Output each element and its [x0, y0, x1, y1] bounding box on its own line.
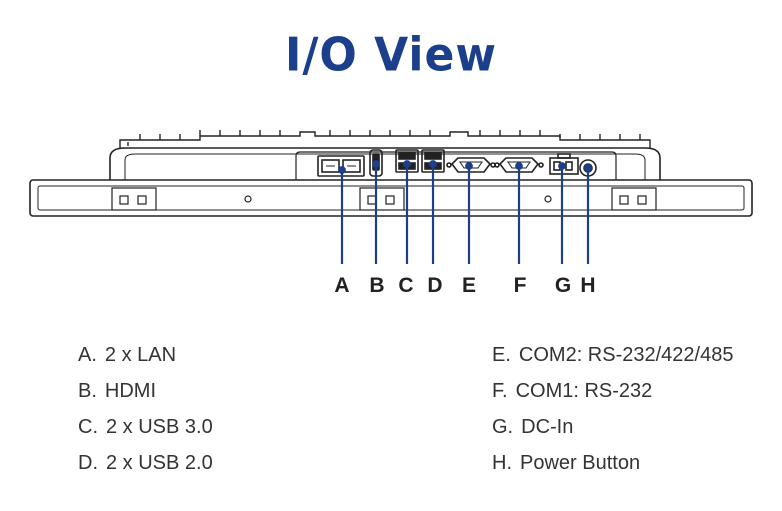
legend-item-f: F. COM1: RS-232 — [492, 373, 733, 409]
callout-h: H — [580, 274, 596, 297]
legend-key: H. — [492, 452, 512, 474]
legend-item-b: B. HDMI — [78, 373, 213, 409]
dc-in-port — [549, 153, 579, 175]
com2-port — [446, 157, 496, 173]
device-bottom-view-diagram — [29, 130, 753, 264]
legend-text: DC-In — [521, 416, 574, 438]
callout-f: F — [513, 274, 527, 297]
callout-lines — [338, 160, 592, 264]
legend-key: E. — [492, 344, 511, 366]
page-title: I/O View — [284, 28, 497, 83]
legend-key: G. — [492, 416, 514, 438]
legend-text: 2 x LAN — [104, 344, 177, 366]
legend-left: A. 2 x LAN B. HDMI C. 2 x USB 3.0 D. 2 x USB… — [78, 337, 213, 481]
legend-item-e: E. COM2: RS-232/422/485 — [492, 337, 733, 373]
legend-item-d: D. 2 x USB 2.0 — [78, 445, 213, 481]
legend-key: C. — [78, 416, 98, 438]
legend-text: 2 x USB 3.0 — [106, 416, 213, 438]
legend-item-a: A. 2 x LAN — [78, 337, 213, 373]
legend-text: COM1: RS-232 — [515, 380, 653, 402]
callout-d: D — [427, 274, 443, 297]
mounting-brackets — [111, 187, 657, 211]
rear-cover — [109, 147, 661, 180]
legend-item-c: C. 2 x USB 3.0 — [78, 409, 213, 445]
legend-item-h: H. Power Button — [492, 445, 733, 481]
legend-key: D. — [78, 452, 98, 474]
legend-item-g: G. DC-In — [492, 409, 733, 445]
legend-key: A. — [78, 344, 97, 366]
bezel-outer — [29, 179, 753, 217]
legend-key: F. — [492, 380, 508, 402]
legend-text: COM2: RS-232/422/485 — [518, 344, 734, 366]
com1-port — [494, 157, 544, 173]
heatsink-fins — [119, 130, 651, 148]
callout-labels: A B C D E F G H — [0, 274, 782, 298]
legend-right: E. COM2: RS-232/422/485 F. COM1: RS-232 G.… — [492, 337, 733, 481]
callout-e: E — [461, 274, 477, 297]
legend-text: HDMI — [104, 380, 157, 402]
legend-text: 2 x USB 2.0 — [106, 452, 213, 474]
callout-a: A — [334, 274, 350, 297]
callout-b: B — [369, 274, 385, 297]
callout-g: G — [554, 274, 572, 297]
callout-c: C — [398, 274, 414, 297]
io-panel — [295, 151, 617, 180]
legend-key: B. — [78, 380, 97, 402]
legend-text: Power Button — [520, 452, 641, 474]
